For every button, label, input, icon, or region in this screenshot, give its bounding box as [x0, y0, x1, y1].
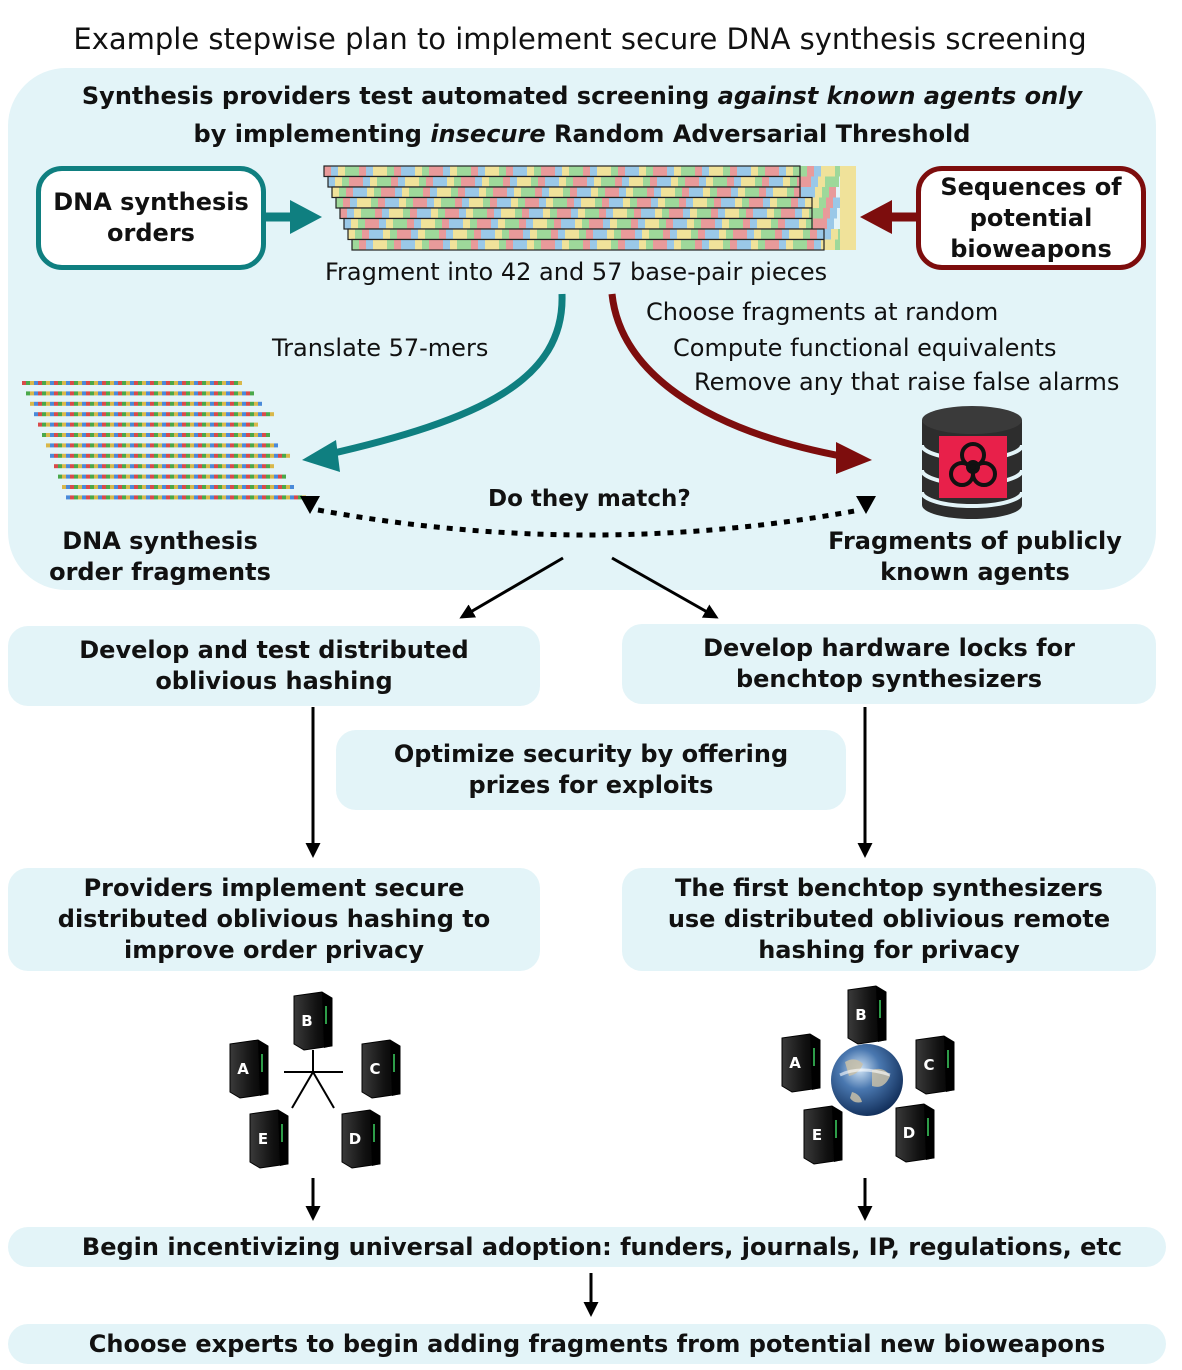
server-icon-d: D	[895, 1103, 935, 1163]
step-adoption-text: Begin incentivizing universal adoption: …	[81, 1232, 1123, 1261]
panel-header-prefix: Synthesis providers test automated scree…	[81, 82, 718, 110]
translate-label: Translate 57-mers	[272, 334, 489, 362]
step-functional-equivalents: Compute functional equivalents	[673, 334, 1057, 362]
panel-header-line2: by implementing insecure Random Adversar…	[8, 120, 1156, 148]
step-prizes-text: Optimize security by offering prizes for…	[393, 740, 789, 799]
order-fragments-label: DNA synthesis order fragments	[49, 527, 271, 586]
arrow-to-hashing	[459, 556, 564, 619]
panel-header2-suffix: Random Adversarial Threshold	[545, 120, 971, 148]
server-icon-c: C	[361, 1039, 401, 1099]
svg-text:C: C	[369, 1060, 380, 1078]
server-icon-a: A	[229, 1039, 269, 1099]
orders-to-fragments-arrow	[266, 200, 322, 234]
step-remove-false-alarms: Remove any that raise false alarms	[694, 368, 1120, 396]
svg-text:E: E	[812, 1126, 822, 1144]
right-server-cluster: A B C D E	[781, 985, 955, 1165]
svg-text:A: A	[237, 1060, 249, 1078]
order-fragments-graphic	[22, 381, 306, 500]
step-prizes: Optimize security by offering prizes for…	[336, 730, 846, 810]
svg-text:C: C	[923, 1056, 934, 1074]
step-experts-text: Choose experts to begin adding fragments…	[88, 1329, 1106, 1358]
panel-header-line1: Synthesis providers test automated scree…	[8, 82, 1156, 110]
match-dotted-arc	[300, 496, 876, 538]
step-oblivious-hashing-text: Develop and test distributed oblivious h…	[79, 636, 469, 695]
bioweapons-to-fragments-arrow	[860, 200, 916, 234]
page-title: Example stepwise plan to implement secur…	[73, 22, 1087, 56]
server-icon-e: E	[803, 1105, 843, 1165]
server-icon-d: D	[341, 1109, 381, 1169]
biohazard-database-icon	[920, 406, 1024, 519]
step-adoption: Begin incentivizing universal adoption: …	[8, 1227, 1166, 1267]
biohazard-icon	[949, 442, 997, 487]
select-fragments-arrow	[608, 293, 872, 474]
step-hardware-locks: Develop hardware locks for benchtop synt…	[622, 624, 1156, 704]
step-benchtop: The first benchtop synthesizers use dist…	[622, 868, 1156, 971]
panel-header2-emphasis: insecure	[430, 120, 546, 148]
sequence-alignment-graphic	[323, 165, 856, 251]
arrow-to-locks	[611, 556, 719, 619]
panel-header2-prefix: by implementing	[193, 120, 431, 148]
bioweapons-label: Sequences of potential bioweapons	[940, 172, 1122, 263]
step-hardware-locks-text: Develop hardware locks for benchtop synt…	[703, 634, 1075, 693]
svg-text:B: B	[301, 1012, 312, 1030]
panel-header-emphasis: against known agents only	[717, 82, 1083, 110]
svg-text:A: A	[789, 1054, 801, 1072]
svg-text:D: D	[349, 1130, 361, 1148]
svg-text:E: E	[258, 1130, 268, 1148]
step-providers-text: Providers implement secure distributed o…	[57, 874, 491, 964]
left-server-cluster: A B C D E	[229, 991, 401, 1169]
left-network-connector	[284, 1050, 343, 1109]
svg-text:B: B	[855, 1006, 866, 1024]
server-icon-b: B	[847, 985, 887, 1045]
step-oblivious-hashing: Develop and test distributed oblivious h…	[8, 626, 540, 706]
fragment-caption: Fragment into 42 and 57 base-pair pieces	[325, 258, 828, 286]
step-providers: Providers implement secure distributed o…	[8, 868, 540, 971]
dna-orders-box: DNA synthesis orders	[36, 166, 266, 270]
server-icon-a: A	[781, 1033, 821, 1093]
server-icon-b: B	[293, 991, 333, 1051]
step-experts: Choose experts to begin adding fragments…	[8, 1324, 1166, 1364]
earth-icon	[831, 1044, 903, 1116]
dna-orders-label: DNA synthesis orders	[53, 188, 249, 247]
match-question: Do they match?	[488, 486, 691, 512]
server-icon-c: C	[915, 1035, 955, 1095]
svg-text:D: D	[903, 1124, 915, 1142]
step-choose-random: Choose fragments at random	[646, 298, 999, 326]
step-benchtop-text: The first benchtop synthesizers use dist…	[667, 874, 1111, 964]
known-agents-label: Fragments of publicly known agents	[828, 527, 1122, 586]
translate-arrow	[302, 293, 566, 472]
server-icon-e: E	[249, 1109, 289, 1169]
bioweapons-box: Sequences of potential bioweapons	[916, 166, 1146, 270]
